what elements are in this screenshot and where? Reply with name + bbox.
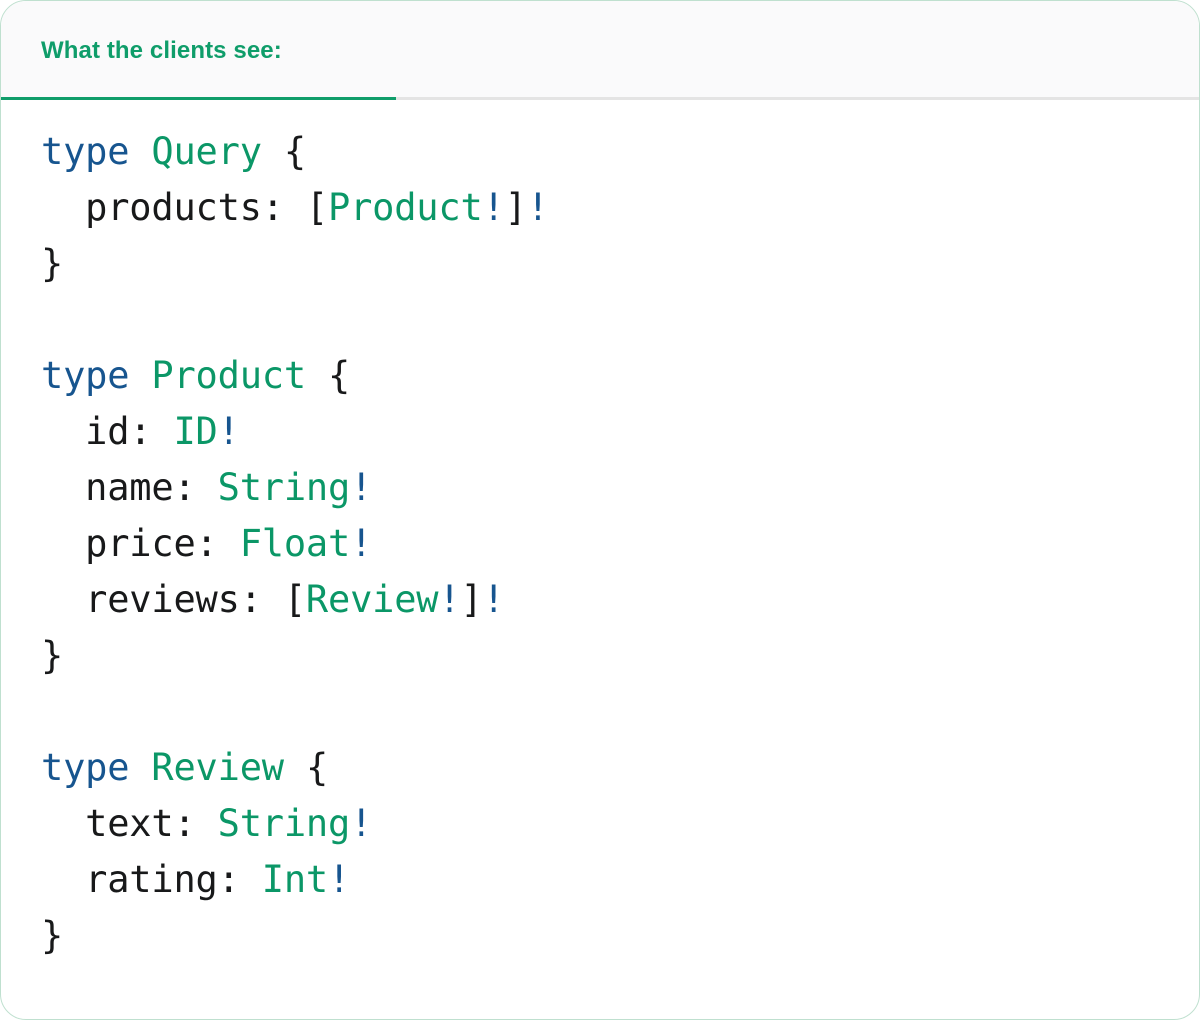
tab-label: What the clients see: <box>41 36 282 64</box>
tab-what-the-clients-see[interactable]: What the clients see: <box>1 1 396 100</box>
code-token-punc: { <box>283 130 306 173</box>
code-token-punc: : <box>195 522 240 565</box>
code-token-kw: type <box>41 746 130 789</box>
code-line: id: ID! <box>41 404 1199 460</box>
code-token-type: Int <box>261 858 329 901</box>
code-token-punc <box>129 354 151 397</box>
code-line: type Query { <box>41 124 1199 180</box>
code-token-punc: { <box>328 354 351 397</box>
code-token-type: ID <box>173 410 218 453</box>
code-token-punc <box>129 746 151 789</box>
graphql-schema-code: type Query { products: [Product!]!}type … <box>41 124 1199 964</box>
code-token-punc: : <box>217 858 262 901</box>
code-token-punc <box>41 186 85 229</box>
code-token-punc: : <box>239 578 284 621</box>
code-token-punc: } <box>41 242 64 285</box>
code-token-type: Query <box>151 130 262 173</box>
code-token-type: Product <box>328 186 483 229</box>
active-tab-underline <box>1 97 396 100</box>
code-root: type Query { products: [Product!]!}type … <box>41 124 1199 964</box>
code-token-bang: ! <box>350 522 373 565</box>
code-line: } <box>41 236 1199 292</box>
code-line: text: String! <box>41 796 1199 852</box>
code-line: name: String! <box>41 460 1199 516</box>
code-line: type Product { <box>41 348 1199 404</box>
code-token-punc: [ <box>305 186 328 229</box>
code-line: type Review { <box>41 740 1199 796</box>
code-token-punc: [ <box>283 578 306 621</box>
code-token-type: Product <box>151 354 306 397</box>
code-token-punc <box>41 858 85 901</box>
code-token-field: price <box>85 522 196 565</box>
code-line <box>41 292 1199 348</box>
code-token-punc: : <box>173 466 218 509</box>
code-token-punc <box>41 410 85 453</box>
code-token-bang: ! <box>350 802 373 845</box>
code-token-field: rating <box>85 858 218 901</box>
code-token-field: products <box>85 186 262 229</box>
code-token-punc: : <box>261 186 306 229</box>
code-line: } <box>41 908 1199 964</box>
code-token-punc: } <box>41 914 64 957</box>
code-token-bang: ! <box>328 858 351 901</box>
code-token-type: String <box>217 466 351 509</box>
code-line: products: [Product!]! <box>41 180 1199 236</box>
code-token-bang: ! <box>482 186 505 229</box>
code-token-punc: : <box>173 802 218 845</box>
code-token-field: reviews <box>85 578 240 621</box>
code-token-type: String <box>217 802 351 845</box>
code-token-type: Review <box>305 578 439 621</box>
code-line: rating: Int! <box>41 852 1199 908</box>
tab-bar-rule <box>1 97 1199 100</box>
code-token-punc: : <box>129 410 174 453</box>
code-token-punc: { <box>305 746 329 789</box>
code-token-punc: } <box>41 634 64 677</box>
code-line: reviews: [Review!]! <box>41 572 1199 628</box>
tab-bar: What the clients see: <box>1 1 1199 100</box>
code-token-punc <box>129 130 151 173</box>
code-token-bang: ! <box>217 410 240 453</box>
code-token-bang: ! <box>526 186 549 229</box>
code-token-punc <box>41 578 85 621</box>
code-line <box>41 684 1199 740</box>
code-token-kw: type <box>41 354 130 397</box>
code-token-punc: ] <box>504 186 527 229</box>
code-token-punc <box>262 130 284 173</box>
code-token-bang: ! <box>438 578 461 621</box>
code-token-kw: type <box>41 130 130 173</box>
code-token-field: name <box>85 466 174 509</box>
code-token-punc <box>306 354 328 397</box>
code-token-field: id <box>85 410 130 453</box>
code-token-punc <box>41 802 85 845</box>
code-token-punc <box>41 466 85 509</box>
code-token-type: Float <box>239 522 351 565</box>
code-line: } <box>41 628 1199 684</box>
code-token-punc: ] <box>460 578 483 621</box>
code-token-punc <box>41 522 85 565</box>
code-token-type: Review <box>151 746 284 789</box>
code-block[interactable]: type Query { products: [Product!]!}type … <box>1 100 1199 964</box>
code-token-field: text <box>85 802 174 845</box>
code-token-punc <box>284 746 306 789</box>
code-token-bang: ! <box>482 578 505 621</box>
code-token-bang: ! <box>350 466 373 509</box>
code-line: price: Float! <box>41 516 1199 572</box>
